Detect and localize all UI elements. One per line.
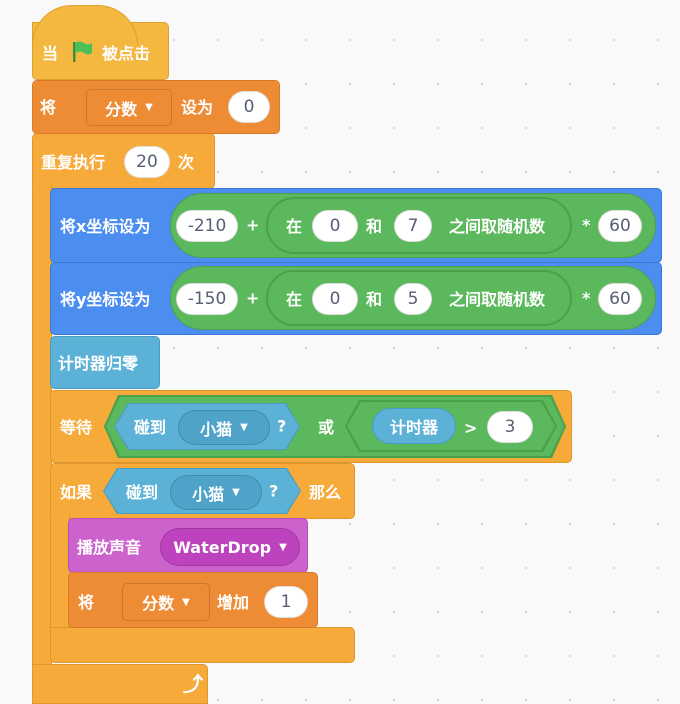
set-y-label: 将y坐标设为 bbox=[60, 290, 151, 309]
random-label: 之间取随机数 bbox=[449, 290, 546, 309]
variable-dropdown[interactable]: 分数 ▼ bbox=[86, 89, 172, 126]
or-label: 或 bbox=[318, 418, 335, 437]
in-label: 在 bbox=[286, 217, 303, 236]
random-from-input[interactable]: 0 bbox=[312, 210, 358, 242]
in-label: 在 bbox=[286, 290, 303, 309]
set-x-label: 将x坐标设为 bbox=[60, 217, 151, 236]
green-flag-icon bbox=[73, 41, 92, 62]
chevron-down-icon: ▼ bbox=[279, 541, 287, 553]
random-from-input[interactable]: 0 bbox=[312, 283, 358, 315]
random-to-input[interactable]: 5 bbox=[394, 283, 432, 315]
chevron-down-icon: ▼ bbox=[145, 102, 153, 113]
x-base-input[interactable]: -210 bbox=[176, 210, 238, 242]
x-factor-input[interactable]: 60 bbox=[598, 210, 642, 242]
if-label: 如果 bbox=[60, 483, 93, 502]
play-sound-label: 播放声音 bbox=[77, 538, 142, 557]
and-label: 和 bbox=[366, 290, 383, 309]
sprite-dropdown[interactable]: 小猫 ▼ bbox=[178, 410, 270, 445]
variable-name: 分数 bbox=[105, 99, 138, 119]
set-value-input[interactable]: 0 bbox=[228, 91, 270, 123]
touching-label: 碰到 bbox=[134, 418, 167, 437]
hat-clicked-label: 被点击 bbox=[102, 44, 151, 63]
sprite-name: 小猫 bbox=[200, 419, 233, 439]
random-label: 之间取随机数 bbox=[449, 217, 546, 236]
set-to-label: 设为 bbox=[181, 98, 214, 117]
reset-timer-label: 计时器归零 bbox=[58, 354, 139, 373]
set-label: 将 bbox=[40, 98, 57, 117]
repeat-bottom bbox=[32, 664, 208, 704]
plus-label: + bbox=[246, 288, 260, 308]
change-value-input[interactable]: 1 bbox=[264, 586, 308, 618]
plus-label: + bbox=[246, 215, 260, 235]
y-base-input[interactable]: -150 bbox=[176, 283, 238, 315]
if-arm bbox=[50, 515, 70, 630]
repeat-arm bbox=[32, 185, 52, 670]
timer-reporter[interactable]: 计时器 bbox=[372, 408, 456, 444]
repeat-times-label: 次 bbox=[178, 153, 195, 172]
reset-timer-block[interactable] bbox=[50, 336, 160, 389]
change-label: 将 bbox=[78, 593, 95, 612]
random-to-input[interactable]: 7 bbox=[394, 210, 432, 242]
timer-label: 计时器 bbox=[389, 418, 438, 437]
variable-name: 分数 bbox=[142, 594, 175, 613]
question-label: ? bbox=[269, 481, 279, 501]
hat-when-label: 当 bbox=[42, 44, 59, 63]
repeat-count-input[interactable]: 20 bbox=[124, 146, 170, 178]
chevron-down-icon: ▼ bbox=[240, 422, 248, 433]
hat-cap bbox=[32, 5, 138, 45]
sprite-dropdown[interactable]: 小猫 ▼ bbox=[170, 475, 262, 510]
if-bottom bbox=[50, 627, 355, 663]
change-by-label: 增加 bbox=[217, 593, 250, 612]
times-label: * bbox=[582, 288, 591, 308]
then-label: 那么 bbox=[309, 483, 342, 502]
sound-dropdown[interactable]: WaterDrop ▼ bbox=[160, 528, 300, 566]
variable-dropdown[interactable]: 分数 ▼ bbox=[122, 583, 210, 621]
times-label: * bbox=[582, 215, 591, 235]
sound-name: WaterDrop bbox=[173, 537, 272, 557]
chevron-down-icon: ▼ bbox=[182, 596, 190, 608]
greater-than-label: > bbox=[464, 418, 478, 438]
y-factor-input[interactable]: 60 bbox=[598, 283, 642, 315]
threshold-input[interactable]: 3 bbox=[487, 411, 533, 443]
chevron-down-icon: ▼ bbox=[232, 487, 240, 498]
loop-arrow-icon: ⤴ bbox=[183, 672, 203, 696]
and-label: 和 bbox=[366, 217, 383, 236]
question-label: ? bbox=[277, 416, 287, 436]
wait-label: 等待 bbox=[60, 418, 93, 437]
touching-label: 碰到 bbox=[126, 483, 159, 502]
repeat-label: 重复执行 bbox=[41, 153, 106, 172]
sprite-name: 小猫 bbox=[192, 484, 225, 504]
